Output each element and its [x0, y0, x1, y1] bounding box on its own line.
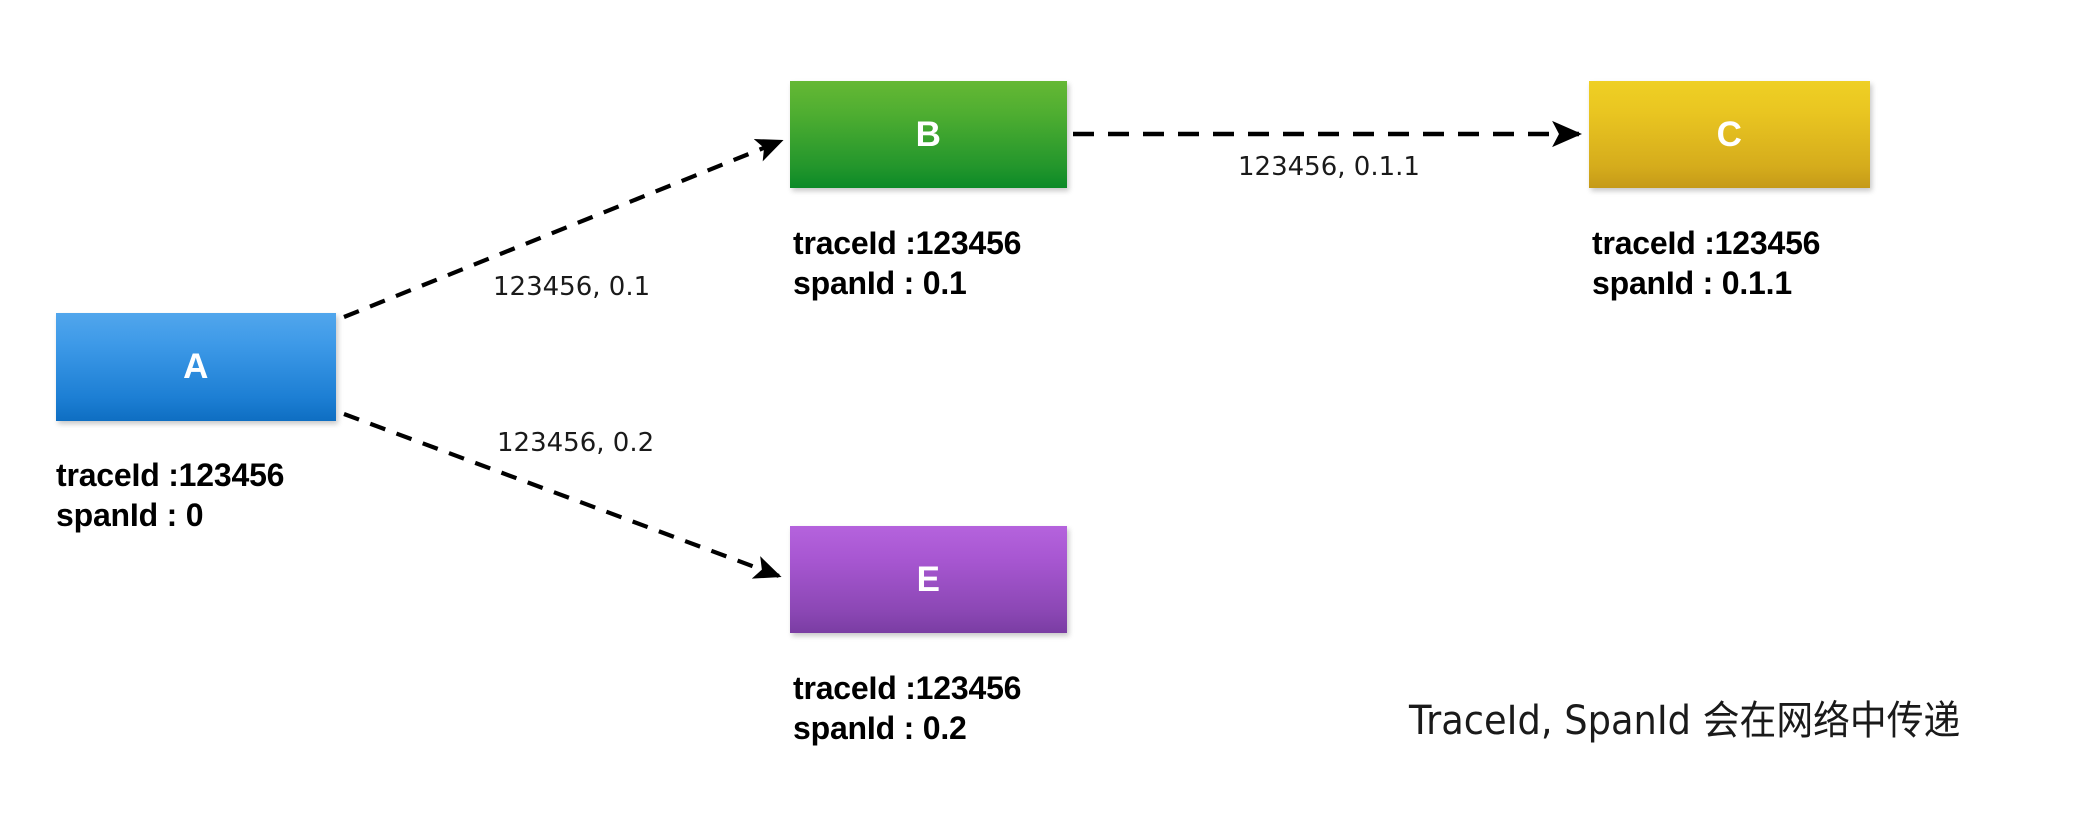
node-e-span-id: spanId : 0.2	[793, 710, 967, 746]
edge-label-a-to-e: 123456, 0.2	[497, 428, 655, 458]
node-c-caption: traceId :123456 spanId : 0.1.1	[1592, 223, 1820, 303]
node-c-span-id: spanId : 0.1.1	[1592, 265, 1792, 301]
node-b-span-id: spanId : 0.1	[793, 265, 967, 301]
node-e-trace-id: traceId :123456	[793, 670, 1022, 706]
node-e-caption: traceId :123456 spanId : 0.2	[793, 668, 1021, 748]
node-a[interactable]: A	[56, 313, 336, 421]
diagram-footnote: TraceId, SpanId 会在网络中传递	[1409, 698, 1961, 744]
node-c-trace-id: traceId :123456	[1592, 225, 1821, 261]
edge-label-a-to-b: 123456, 0.1	[493, 272, 651, 302]
edge-label-b-to-c: 123456, 0.1.1	[1238, 152, 1420, 182]
node-c-letter: C	[1716, 114, 1743, 154]
node-b-letter: B	[915, 114, 942, 154]
node-e-letter: E	[916, 559, 941, 599]
node-b-caption: traceId :123456 spanId : 0.1	[793, 223, 1021, 303]
node-a-caption: traceId :123456 spanId : 0	[56, 455, 284, 535]
node-b-trace-id: traceId :123456	[793, 225, 1022, 261]
node-a-letter: A	[183, 346, 209, 386]
node-c[interactable]: C	[1589, 81, 1870, 188]
node-e[interactable]: E	[790, 526, 1067, 633]
node-a-trace-id: traceId :123456	[56, 457, 285, 493]
node-a-span-id: spanId : 0	[56, 497, 204, 533]
node-b[interactable]: B	[790, 81, 1067, 188]
